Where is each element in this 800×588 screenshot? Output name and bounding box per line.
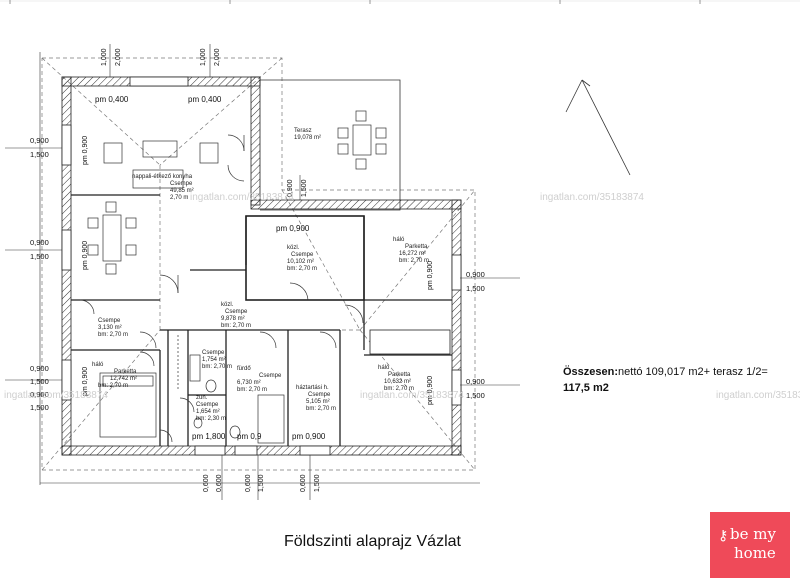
windows	[61, 76, 462, 456]
watermark-text: ingatlan.com/35183874	[4, 390, 108, 401]
furniture	[87, 110, 387, 444]
dimension-text: 2,000	[115, 48, 122, 66]
dimension-text: 1,500	[466, 391, 485, 400]
dimension-text: 1,500	[466, 284, 485, 293]
interior-walls	[71, 194, 452, 446]
sill-label: pm 0,900	[82, 135, 89, 165]
dimension-text: 1,500	[30, 252, 49, 261]
summary-value: nettó 109,017 m2+ terasz 1/2=	[618, 366, 768, 378]
dimension-lines	[5, 44, 520, 500]
dimension-text: 0,600	[245, 474, 252, 492]
area-summary: Összesen:nettó 109,017 m2+ terasz 1/2= 1…	[563, 364, 798, 396]
sill-label: pm 0,9	[237, 432, 262, 441]
sill-label: pm 0,400	[188, 95, 222, 104]
dimension-text: 0,600	[203, 474, 210, 492]
dimension-text: 1,500	[30, 377, 49, 386]
dimension-text: 0,900	[30, 364, 49, 373]
dimension-text: 1,500	[258, 474, 265, 492]
drawing-title: Földszinti alaprajz Vázlat	[284, 533, 461, 550]
watermark-text: ingatlan.com/35183874	[540, 192, 644, 203]
dimension-text: 2,000	[214, 48, 221, 66]
watermark-text: ingatlan.com/35183874	[716, 390, 800, 401]
summary-total: 117,5 m2	[563, 382, 609, 394]
key-icon: ⚷	[718, 528, 729, 544]
dimension-text: 0,900	[30, 136, 49, 145]
sill-label: pm 0,900	[292, 432, 326, 441]
dimension-text: 1,500	[30, 150, 49, 159]
summary-label: Összesen:	[563, 366, 619, 378]
terrace-outline	[260, 79, 401, 211]
door-swings	[79, 134, 364, 443]
dimension-text: 1,500	[301, 179, 308, 197]
sill-label: pm 0,900	[427, 260, 434, 290]
logo-line-1: be my	[730, 525, 776, 543]
dimension-text: 0,600	[216, 474, 223, 492]
dimension-text: 1,500	[30, 403, 49, 412]
logo-line-2: home	[734, 544, 776, 562]
room-label-kitchen: nappali-étkező konyha Csempe 49,85 m² 2,…	[132, 174, 194, 201]
dimension-text: 0,900	[30, 238, 49, 247]
watermark-text: ingatlan.com/35183874	[190, 192, 294, 203]
sill-label: pm 1,800	[192, 432, 226, 441]
sill-label: pm 0,900	[276, 224, 310, 233]
sill-label: pm 0,900	[82, 240, 89, 270]
dimension-text: 1,500	[314, 474, 321, 492]
be-my-home-logo: ⚷ be my home	[710, 512, 790, 578]
top-edge-marks	[0, 0, 800, 4]
dimension-text: 0,900	[30, 390, 49, 399]
dimension-text: 0,900	[466, 270, 485, 279]
north-arrow	[565, 79, 631, 176]
dimension-text: 1,000	[200, 48, 207, 66]
dimension-text: 0,600	[300, 474, 307, 492]
watermark-text: ingatlan.com/35183874	[360, 390, 464, 401]
dimension-text: 0,900	[466, 377, 485, 386]
sill-label: pm 0,400	[95, 95, 129, 104]
dimension-text: 1,000	[101, 48, 108, 66]
